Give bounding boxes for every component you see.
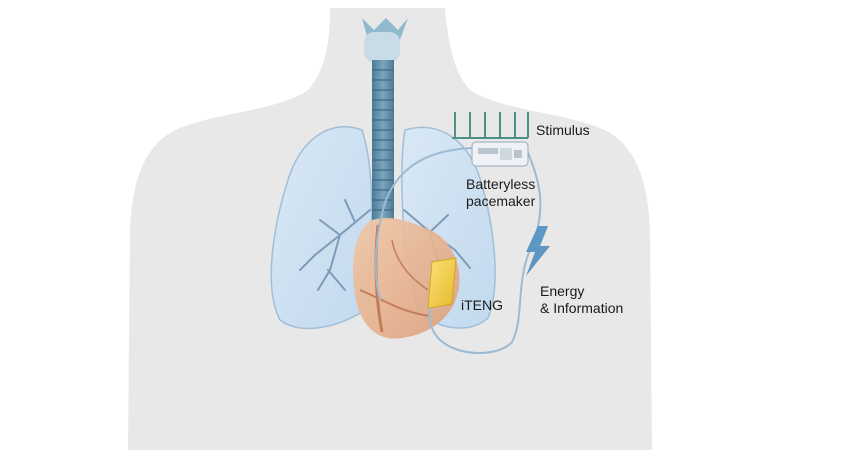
stimulus-label: Stimulus [536, 122, 590, 138]
trachea [362, 18, 408, 220]
energy-label-line2: & Information [540, 300, 624, 316]
iteng-label: iTENG [461, 297, 503, 313]
iteng-device [427, 257, 457, 309]
pacemaker-device [471, 141, 529, 167]
pacemaker-label-line2: pacemaker [466, 193, 536, 209]
pacemaker-label-line1: Batteryless [466, 176, 536, 192]
energy-label-line1: Energy [540, 283, 585, 299]
stimulus-pulses [452, 112, 529, 139]
lightning-bolt-icon [526, 226, 550, 276]
left-lung [270, 125, 373, 330]
lead-wires [374, 147, 542, 354]
